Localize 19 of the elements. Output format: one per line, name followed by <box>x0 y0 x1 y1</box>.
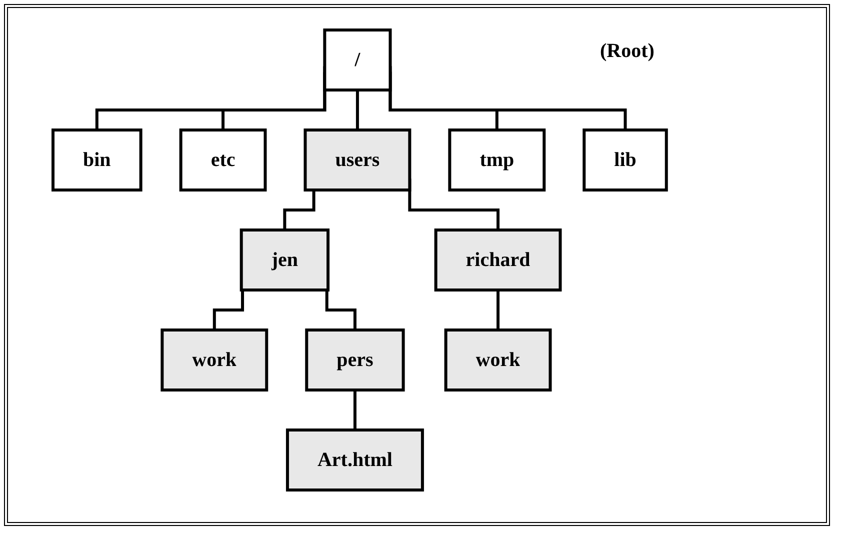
node-box: users <box>304 128 412 192</box>
connector <box>356 90 360 132</box>
connector <box>354 390 357 432</box>
node-box: work <box>444 328 552 392</box>
node-box: pers <box>305 328 406 392</box>
node-box: etc <box>180 128 268 192</box>
node-box: work <box>160 328 268 392</box>
annotation-text: (Root) <box>600 40 654 63</box>
node-box: jen <box>240 228 330 292</box>
connector <box>283 190 316 232</box>
node-box: tmp <box>448 128 546 192</box>
node-box: Art.html <box>286 428 424 492</box>
node-box: lib <box>582 128 668 192</box>
node-box: bin <box>52 128 143 192</box>
node-box: richard <box>434 228 562 292</box>
connector <box>213 290 244 332</box>
connector <box>496 290 500 332</box>
node-box: / <box>323 28 392 92</box>
connector <box>326 290 357 332</box>
